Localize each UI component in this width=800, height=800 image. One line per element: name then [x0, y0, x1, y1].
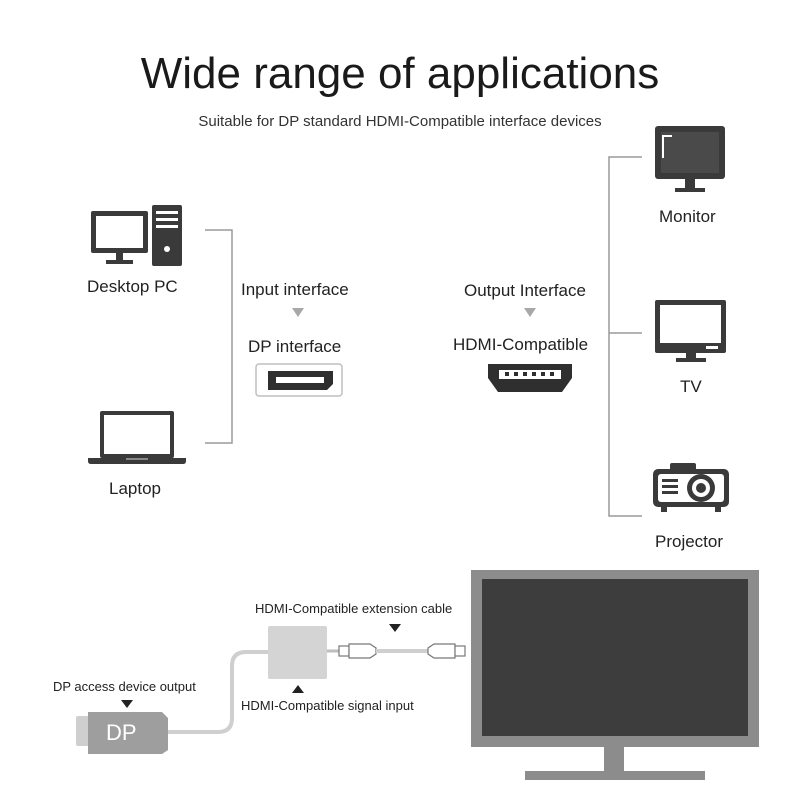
monitor-label: Monitor	[659, 207, 716, 226]
projector-icon	[653, 463, 729, 512]
dp-plug-text: DP	[106, 720, 137, 745]
input-interface-title: Input interface	[241, 280, 349, 299]
page-title: Wide range of applications	[140, 49, 660, 98]
signal-input-arrow-icon	[292, 685, 304, 693]
tv-icon	[655, 300, 726, 362]
dp-port-icon	[255, 363, 343, 397]
dp-plug	[76, 712, 168, 754]
dp-interface-label: DP interface	[248, 337, 342, 356]
adapter-box	[268, 626, 327, 679]
tv-label: TV	[680, 377, 702, 396]
device-output-arrow-icon	[121, 700, 133, 708]
device-output-label: DP access device output	[53, 679, 196, 694]
desktop-pc-label: Desktop PC	[87, 277, 178, 296]
extension-cable-label: HDMI-Compatible extension cable	[255, 601, 453, 616]
signal-input-label: HDMI-Compatible signal input	[241, 698, 414, 713]
hdmi-port-icon	[488, 364, 572, 392]
input-bracket-line	[205, 229, 233, 444]
output-arrow-icon	[524, 308, 536, 317]
page-subtitle: Suitable for DP standard HDMI-Compatible…	[198, 113, 602, 130]
desktop-pc-icon	[91, 205, 182, 266]
output-bracket-line	[608, 156, 642, 517]
laptop-icon	[88, 411, 186, 464]
hdmi-compatible-label: HDMI-Compatible	[453, 335, 589, 354]
input-arrow-icon	[292, 308, 304, 317]
output-interface-title: Output Interface	[464, 281, 586, 300]
hdmi-extension-cable	[327, 643, 466, 659]
monitor-icon	[655, 126, 725, 192]
projector-label: Projector	[655, 532, 724, 551]
laptop-label: Laptop	[109, 479, 161, 498]
tv-display	[471, 570, 759, 780]
extension-cable-arrow-icon	[389, 624, 401, 632]
dp-cable	[162, 650, 268, 734]
